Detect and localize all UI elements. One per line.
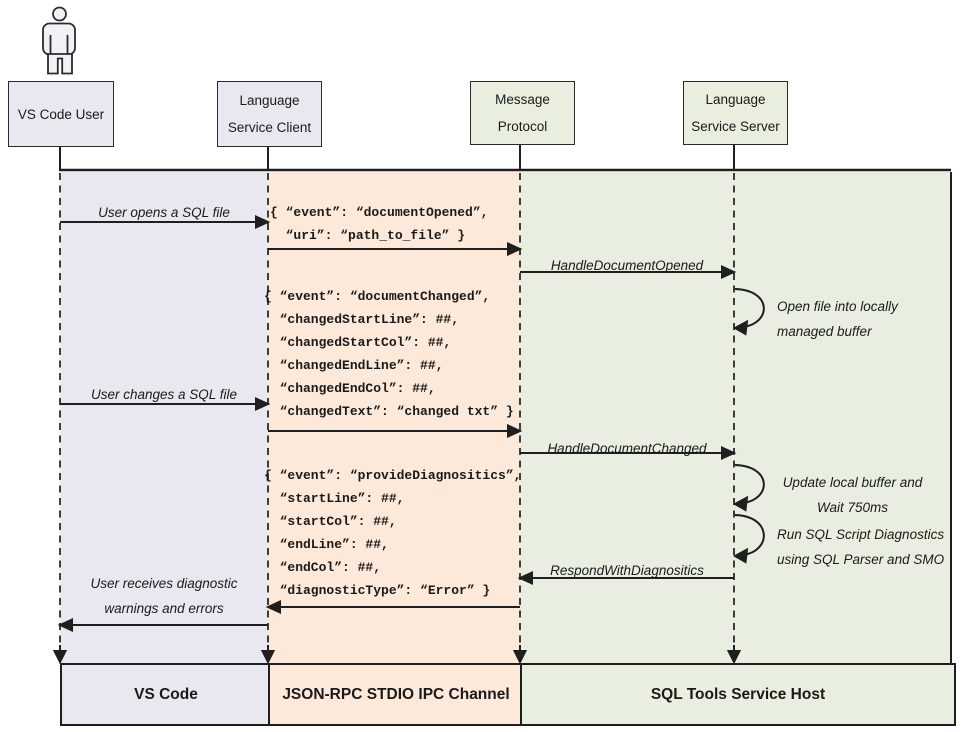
payload-line: { “event”: “documentOpened”,: [270, 205, 489, 220]
self-loop-run-diagnostics: [734, 514, 765, 556]
arrow-user-changes-file: [60, 396, 271, 412]
self-loop-update-buffer-head: [732, 495, 749, 512]
footer-label: VS Code: [134, 685, 198, 703]
participant-label-line1: Language: [705, 92, 766, 107]
arrow-user-opens-file: [60, 214, 271, 230]
receive-line1: User receives diagnostic: [90, 576, 238, 591]
participant-message-protocol: Message Protocol: [470, 81, 575, 145]
payload-document-opened: { “event”: “documentOpened”, “uri”: “pat…: [270, 201, 488, 247]
payload-line: “changedStartCol”: ##,: [264, 335, 452, 350]
arrow-handle-document-opened: [520, 264, 737, 280]
note-open-file-buffer: Open file into locally managed buffer: [777, 294, 898, 344]
payload-line: “startCol”: ##,: [264, 514, 397, 529]
footer-label: JSON-RPC STDIO IPC Channel: [282, 685, 510, 703]
message-label-user-changes-file: User changes a SQL file: [90, 387, 238, 402]
payload-line: “changedEndCol”: ##,: [264, 381, 436, 396]
payload-line: “startLine”: ##,: [264, 491, 405, 506]
note-line2: managed buffer: [777, 324, 872, 339]
lifeline-end-arrows: [52, 645, 742, 665]
footer-service-host: SQL Tools Service Host: [520, 663, 956, 726]
payload-line: “changedText”: “changed txt” }: [264, 404, 514, 419]
user-actor-icon: [42, 6, 76, 75]
footer-label: SQL Tools Service Host: [650, 685, 826, 703]
payload-line: “uri”: “path_to_file” }: [270, 228, 466, 243]
note-line2: Wait 750ms: [816, 500, 889, 515]
payload-document-changed: { “event”: “documentChanged”, “changedSt…: [264, 285, 514, 423]
lifelines: [59, 173, 735, 648]
payload-line: “endLine”: ##,: [264, 537, 389, 552]
self-loop-open-file-head: [732, 319, 749, 336]
lifeline-stubs: [59, 143, 735, 170]
payload-line: “changedStartLine”: ##,: [264, 312, 460, 327]
arrow-respond-with-diagnostics: [517, 570, 734, 586]
arrow-diagnostics-json: [265, 599, 520, 615]
arrow-document-changed-json: [268, 423, 523, 439]
footer-ipc-channel: JSON-RPC STDIO IPC Channel: [268, 663, 524, 726]
note-update-buffer-wait: Update local buffer and Wait 750ms: [765, 470, 940, 520]
payload-line: { “event”: “documentChanged”,: [264, 289, 491, 304]
self-loop-open-file: [734, 288, 765, 328]
note-line2: using SQL Parser and SMO: [777, 552, 945, 567]
participant-label: VS Code User: [17, 106, 105, 122]
participant-label-line1: Message: [495, 92, 550, 107]
self-loop-run-diagnostics-head: [732, 547, 749, 564]
person-glyph: [42, 6, 76, 75]
payload-line: “endCol”: ##,: [264, 560, 382, 575]
participant-label-line2: Service Server: [691, 119, 780, 134]
receive-line2: warnings and errors: [104, 601, 224, 616]
note-line1: Update local buffer and: [782, 475, 923, 490]
lane-ipc-channel: [268, 172, 520, 663]
message-label-handle-document-changed: HandleDocumentChanged: [547, 441, 707, 456]
participant-language-service-server: Language Service Server: [683, 81, 788, 145]
message-label-user-receives-diagnostics: User receives diagnostic warnings and er…: [60, 571, 268, 621]
participant-label-line2: Service Client: [227, 120, 312, 135]
participant-vscode-user: VS Code User: [8, 81, 114, 147]
payload-provide-diagnostics: { “event”: “provideDiagnositics”, “start…: [264, 464, 521, 602]
payload-line: “changedEndLine”: ##,: [264, 358, 444, 373]
arrow-user-receives-diagnostics: [57, 617, 268, 633]
message-label-user-opens-file: User opens a SQL file: [98, 205, 230, 220]
participant-label-line2: Protocol: [497, 119, 548, 134]
note-line1: Open file into locally: [777, 299, 898, 314]
arrow-document-opened-json: [268, 241, 523, 257]
note-line1: Run SQL Script Diagnostics: [777, 527, 945, 542]
participant-language-service-client: Language Service Client: [217, 81, 322, 147]
lane-service-host: [520, 172, 952, 663]
arrow-handle-document-changed: [520, 445, 737, 461]
payload-line: “diagnosticType”: “Error” }: [264, 583, 491, 598]
message-label-handle-document-opened: HandleDocumentOpened: [550, 258, 704, 273]
footer-vscode: VS Code: [60, 663, 272, 726]
self-loop-update-buffer: [734, 464, 765, 504]
note-run-diagnostics: Run SQL Script Diagnostics using SQL Par…: [777, 522, 944, 572]
lane-vscode: [60, 172, 268, 663]
participant-label-line1: Language: [239, 93, 300, 108]
payload-line: { “event”: “provideDiagnositics”,: [264, 468, 522, 483]
message-label-respond-with-diagnostics: RespondWithDiagnositics: [550, 563, 704, 578]
